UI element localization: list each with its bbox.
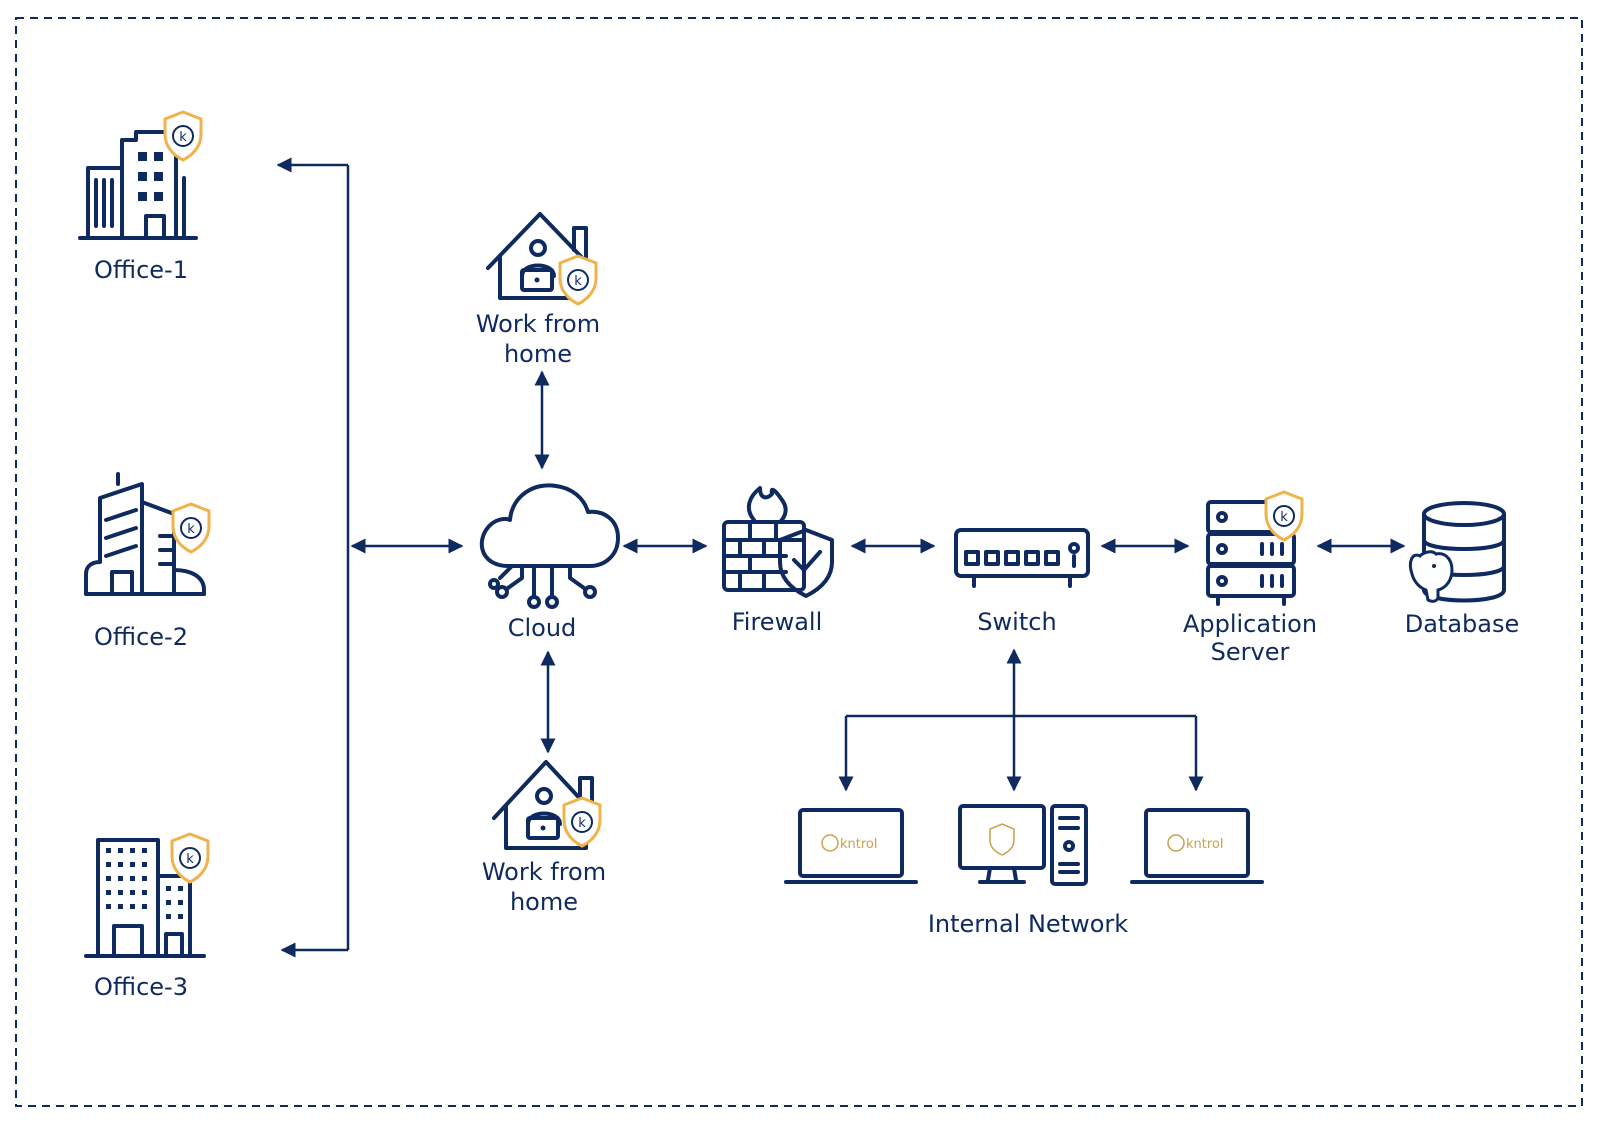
office2-label: Office-2	[94, 623, 188, 651]
office2-node: Office-2	[84, 472, 211, 651]
kntrol-logo-text: kntrol	[840, 837, 878, 852]
diagram-border	[15, 17, 1583, 1107]
office1-node: Office-1	[78, 110, 203, 284]
wfh-top-node: Work from home	[476, 212, 600, 368]
office-building-icon	[78, 130, 198, 240]
firewall-icon	[722, 486, 834, 598]
cloud-node: Cloud	[479, 483, 620, 642]
database-label: Database	[1405, 610, 1520, 638]
laptop-icon: kntrol	[1130, 808, 1264, 884]
app-server-label-line1: Application	[1183, 610, 1317, 638]
office1-label: Office-1	[94, 256, 188, 284]
cloud-label: Cloud	[508, 614, 577, 642]
firewall-node: Firewall	[722, 486, 834, 636]
server-rack-icon	[1206, 500, 1296, 606]
database-icon	[1408, 501, 1506, 603]
kntrol-shield-badge-icon	[163, 110, 203, 162]
kntrol-shield-badge-icon	[562, 796, 602, 848]
desktop-computer-icon	[958, 804, 1088, 886]
wfh-bottom-label-line2: home	[510, 888, 578, 916]
internal-network-group: kntrol kntrol Internal Network	[784, 804, 1264, 938]
wfh-bottom-label-line1: Work from	[482, 858, 606, 886]
network-switch-icon	[954, 528, 1090, 588]
cloud-icon	[479, 483, 620, 609]
wfh-bottom-node: Work from home	[482, 760, 606, 916]
office-building-icon	[84, 472, 206, 596]
wfh-top-label-line2: home	[504, 340, 572, 368]
database-node: Database	[1405, 501, 1520, 638]
firewall-label: Firewall	[732, 608, 823, 636]
kntrol-shield-badge-icon	[171, 502, 211, 554]
kntrol-logo-text: kntrol	[1186, 837, 1224, 852]
connectors	[276, 157, 1406, 958]
postgres-elephant-icon	[1408, 550, 1454, 603]
wfh-top-label-line1: Work from	[476, 310, 600, 338]
internal-network-label: Internal Network	[928, 910, 1128, 938]
office3-label: Office-3	[94, 973, 188, 1001]
switch-node: Switch	[954, 528, 1090, 636]
app-server-label-line2: Server	[1211, 638, 1290, 666]
laptop-icon: kntrol	[784, 808, 918, 884]
office-tower-icon	[84, 838, 206, 958]
app-server-node: Application Server	[1183, 490, 1317, 666]
switch-label: Switch	[977, 608, 1056, 636]
office3-node: Office-3	[84, 832, 210, 1001]
